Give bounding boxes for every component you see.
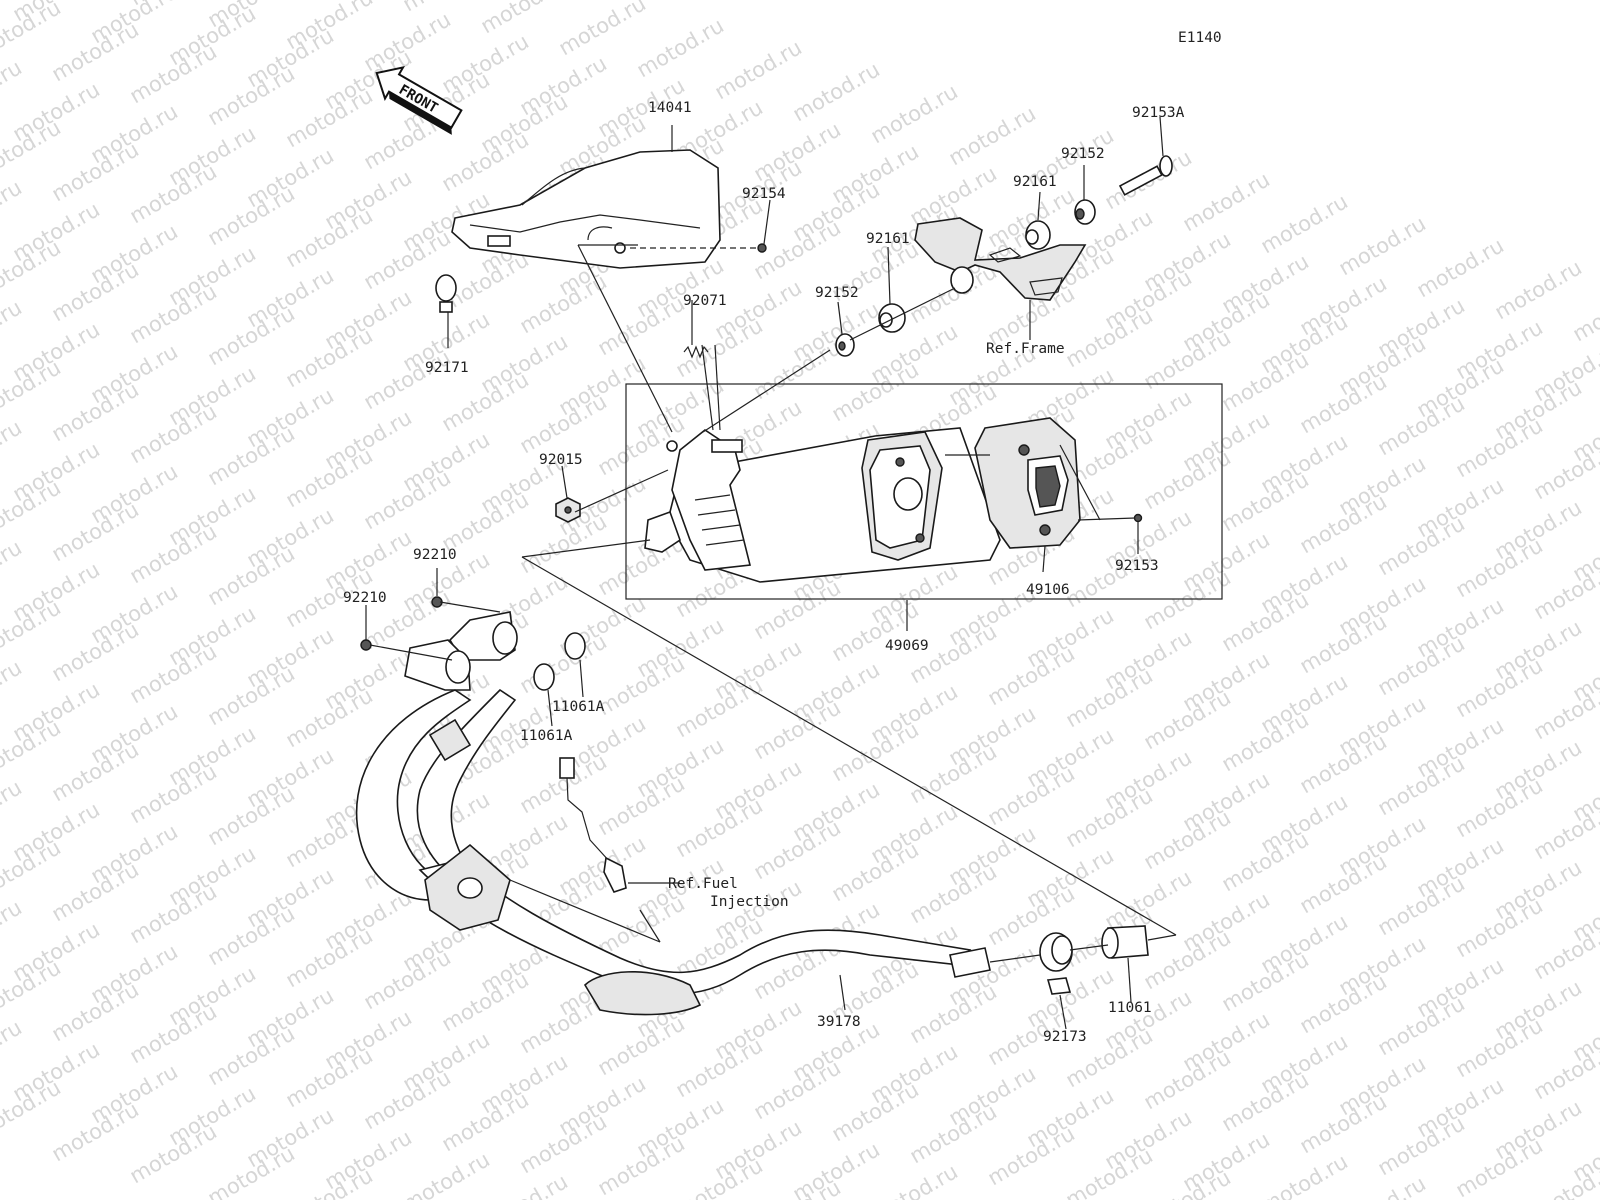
label-92173: 92173 (1043, 1029, 1087, 1045)
muffler-assembly-box (625, 383, 1223, 600)
label-39178: 39178 (817, 1014, 861, 1030)
watermark-text: motod.ru (0, 175, 26, 244)
exhaust-header-39178 (355, 611, 991, 1016)
nut-92210-lower (360, 639, 372, 651)
label-92152-upper: 92152 (1061, 146, 1105, 162)
label-14041: 14041 (648, 100, 692, 116)
watermark-text: motod.ru (1335, 211, 1430, 280)
front-arrow-icon: FRONT (375, 65, 463, 135)
label-11061A-upper: 11061A (552, 699, 605, 715)
watermark-text: motod.ru (867, 1159, 962, 1200)
label-49069: 49069 (885, 638, 929, 654)
gasket-11061 (1101, 925, 1149, 959)
watermark-text: motod.ru (0, 415, 26, 484)
watermark-text: motod.ru (1179, 167, 1274, 236)
label-92071: 92071 (683, 293, 727, 309)
watermark-text: motod.ru (789, 57, 884, 126)
label-49106: 49106 (1026, 582, 1070, 598)
part-labels: 14041 92154 92171 92071 92015 92152 9216… (343, 100, 1185, 1045)
watermark-text: motod.ru (0, 55, 26, 124)
watermark-text: motod.ru (555, 0, 650, 60)
label-ref-frame: Ref.Frame (986, 341, 1065, 357)
watermark-text: motod.ru (1569, 277, 1600, 346)
end-cap-49106 (974, 417, 1081, 549)
bolt-92153A (1118, 155, 1173, 196)
watermark-text: motod.ru (945, 101, 1040, 170)
watermark-text: motod.ru (867, 79, 962, 148)
nut-92015 (555, 497, 581, 523)
label-92210-lower: 92210 (343, 590, 387, 606)
nut-92154 (757, 243, 767, 253)
label-92153A: 92153A (1132, 105, 1185, 121)
label-92153: 92153 (1115, 558, 1159, 574)
watermark-text: motod.ru (0, 895, 26, 964)
gasket-11061A-lower (533, 663, 555, 691)
rubber-damper-92161-upper (1025, 220, 1051, 250)
label-92154: 92154 (742, 186, 786, 202)
watermark-text: motod.ru (711, 35, 806, 104)
muffler-49069 (644, 427, 1001, 583)
rubber-damper-92161-lower (878, 303, 906, 333)
watermark-text: motod.ru (0, 775, 26, 844)
label-ref-fuel-injection: Injection (710, 894, 789, 910)
watermark-text: motod.ru (1491, 255, 1586, 324)
clamp-92173 (1039, 932, 1073, 995)
oxygen-sensor (559, 757, 627, 893)
label-92210-upper: 92210 (413, 547, 457, 563)
watermark-text: motod.ru (477, 0, 572, 38)
label-ref-fuel: Ref.Fuel (668, 876, 738, 892)
collar-92152-lower (835, 333, 855, 357)
watermark-text: motod.ru (1257, 189, 1352, 258)
watermark-text: motod.ru (0, 655, 26, 724)
watermark-text: motod.ru (633, 13, 728, 82)
heat-shield-14041 (451, 149, 760, 269)
label-92161-upper: 92161 (1013, 174, 1057, 190)
watermark-text: motod.ru (1257, 1149, 1352, 1200)
label-92015: 92015 (539, 452, 583, 468)
clamp-92171 (435, 274, 457, 313)
label-92161-lower: 92161 (866, 231, 910, 247)
label-11061: 11061 (1108, 1000, 1152, 1016)
label-11061A-lower: 11061A (520, 728, 573, 744)
diagram-code: E1140 (1178, 30, 1222, 46)
collar-92152-upper (1074, 199, 1096, 225)
spring-92071 (683, 345, 709, 359)
screw-92153 (1133, 513, 1143, 523)
gasket-11061A-upper (564, 632, 586, 660)
watermark-text: motod.ru (0, 535, 26, 604)
watermark-text: motod.ru (1413, 233, 1508, 302)
frame-bracket (914, 217, 1087, 301)
watermark-text: motod.ru (0, 295, 26, 364)
label-92171: 92171 (425, 360, 469, 376)
leader-lines (365, 116, 1177, 1030)
watermark-text: motod.ru (399, 1147, 494, 1200)
label-92152-lower: 92152 (815, 285, 859, 301)
watermark-text: motod.ru (0, 1015, 26, 1084)
